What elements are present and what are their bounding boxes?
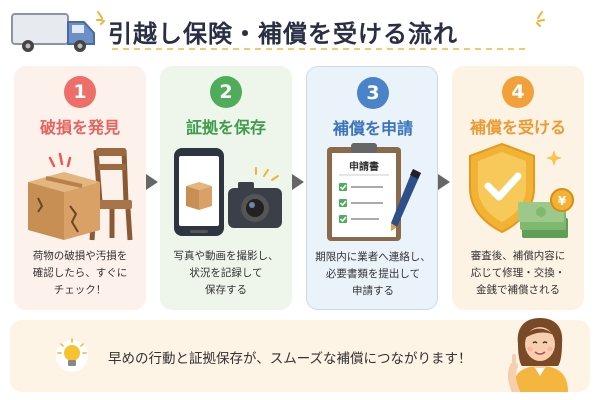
step-card-4: 4 補償を受ける ¥ 審査後、補償内容に 応じて修理・交換・ 金銭で補償される (452, 66, 584, 310)
step-description: 荷物の破損や汚損を 確認したら、すぐに チェック！ (32, 250, 128, 296)
clipboard-application-form-icon: 申請書 (327, 143, 421, 241)
chevron-right-icon (146, 174, 158, 190)
step-card-1: 1 破損を発見 荷物の破損や汚損を 確認したら、すぐに チェック！ (14, 66, 146, 310)
damaged-box-and-chair-icon (28, 148, 133, 241)
step-title: 補償を受ける (469, 118, 566, 137)
tip-banner: 早めの行動と証拠保存が、スムーズな補償につながります！ (10, 318, 590, 392)
step-description: 写真や動画を撮影し、 状況を記録して 保存する (173, 250, 279, 296)
step-description: 期限内に業者へ連絡し、 必要書類を提出して 申請する (315, 251, 431, 297)
smartphone-and-camera-icon (174, 148, 282, 236)
step-title: 破損を発見 (39, 118, 120, 137)
underline-dashes (112, 48, 528, 50)
page-title: 引越し保険・補償を受ける流れ (108, 20, 458, 48)
step-number: 1 (64, 76, 96, 108)
step-title: 補償を申請 (332, 119, 413, 138)
coin-symbol: ¥ (558, 194, 567, 208)
shield-check-and-money-icon: ¥ (469, 142, 574, 238)
lightbulb-icon (56, 338, 88, 372)
tip-text: 早めの行動と証拠保存が、スムーズな補償につながります！ (108, 351, 472, 367)
step-description: 審査後、補償内容に 応じて修理・交換・ 金銭で補償される (470, 250, 566, 296)
moving-truck-icon (11, 13, 95, 52)
chevron-right-icon (438, 174, 450, 190)
step-number: 4 (502, 76, 534, 108)
sparkle-right-icon (536, 11, 545, 27)
pointing-woman-illustration (507, 318, 568, 392)
step-title: 証拠を保存 (185, 118, 266, 137)
chevron-right-icon (292, 174, 304, 190)
step-number: 3 (357, 77, 389, 109)
step-number: 2 (210, 76, 242, 108)
sparkle-left-icon (96, 11, 105, 25)
header: 引越し保険・補償を受ける流れ (0, 0, 600, 62)
step-card-2: 2 証拠を保存 写真や動画を撮影し、 状況を記録して 保存する (160, 66, 292, 310)
form-label: 申請書 (349, 160, 379, 173)
step-card-3: 3 補償を申請 申請書 期限内に業者へ連絡し、 必要書類を提出して 申請する (306, 66, 438, 310)
